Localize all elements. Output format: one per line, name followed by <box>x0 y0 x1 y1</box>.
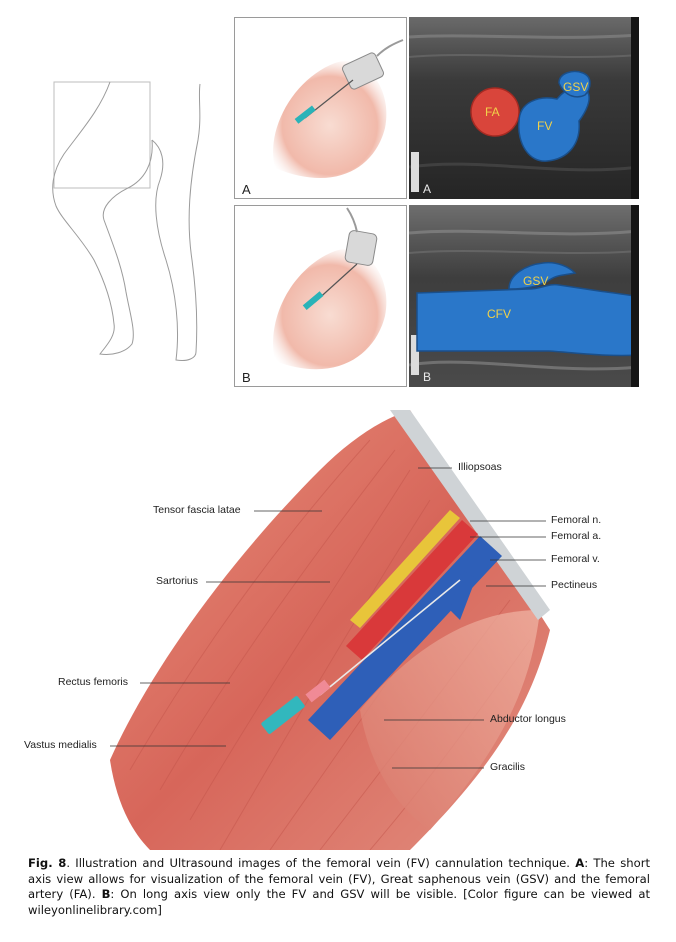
label-abductor-longus: Abductor longus <box>490 713 566 725</box>
gsv-vessel <box>508 261 577 290</box>
caption-a-text: : The short axis view allows for visuali… <box>28 856 651 902</box>
panel-letter: A <box>242 182 251 197</box>
gsv-vessel <box>558 70 591 98</box>
thigh-probe-drawing-a <box>273 39 404 179</box>
syringe-b <box>302 291 324 310</box>
femoral-nerve <box>350 510 460 628</box>
femoral-artery <box>346 520 478 660</box>
cfv-label: CFV <box>487 307 511 321</box>
figure-caption: Fig. 8. Illustration and Ultrasound imag… <box>28 856 650 918</box>
panel-letter: B <box>242 370 251 385</box>
syringe-a <box>294 105 316 124</box>
ultrasound-a-short-axis: FA FV GSV A <box>409 17 639 199</box>
label-vastus-medialis: Vastus medialis <box>24 739 97 751</box>
label-pectineus: Pectineus <box>551 579 598 591</box>
panel-letter: A <box>423 182 432 196</box>
leg-highlight-box <box>53 81 151 189</box>
panel-b-illustration: B <box>234 205 407 387</box>
thigh-probe-drawing-b <box>273 207 387 370</box>
label-gracilis: Gracilis <box>490 761 526 773</box>
ultrasound-probe-b <box>344 230 378 266</box>
fv-label: FV <box>537 119 553 133</box>
gsv-label: GSV <box>563 80 589 94</box>
cannulation-needle <box>319 579 461 696</box>
label-rectus-femoris: Rectus femoris <box>58 676 129 688</box>
label-femoral-nerve: Femoral n. <box>551 514 602 526</box>
panel-a-illustration: A <box>234 17 407 199</box>
syringe-hub <box>305 679 331 703</box>
gsv-label: GSV <box>523 274 549 288</box>
caption-b-marker: B <box>101 887 111 902</box>
ultrasound-b-image <box>409 205 639 387</box>
caption-intro: . Illustration and Ultrasound images of … <box>66 856 576 870</box>
label-femoral-artery: Femoral a. <box>551 530 602 542</box>
label-femoral-vein: Femoral v. <box>551 553 600 565</box>
fa-label: FA <box>485 105 500 119</box>
figure-number: Fig. 8 <box>28 856 67 870</box>
fa-vessel <box>470 87 520 137</box>
fv-vessel <box>518 86 590 162</box>
label-tensor-fascia-latae: Tensor fascia latae <box>153 504 241 516</box>
leg-outline-drawing <box>52 81 201 361</box>
syringe-body <box>261 696 305 734</box>
label-sartorius: Sartorius <box>156 575 199 587</box>
panel-letter: B <box>423 370 432 384</box>
ultrasound-b-long-axis: GSV CFV B <box>409 205 639 387</box>
cfv-vessel <box>416 283 639 357</box>
caption-a-marker: A <box>575 856 585 870</box>
femoral-vein <box>308 536 502 740</box>
ultrasound-a-image <box>409 17 639 199</box>
label-illiopsoas: Illiopsoas <box>458 461 502 473</box>
caption-b-text: : On long axis view only the FV and GSV … <box>28 887 650 917</box>
